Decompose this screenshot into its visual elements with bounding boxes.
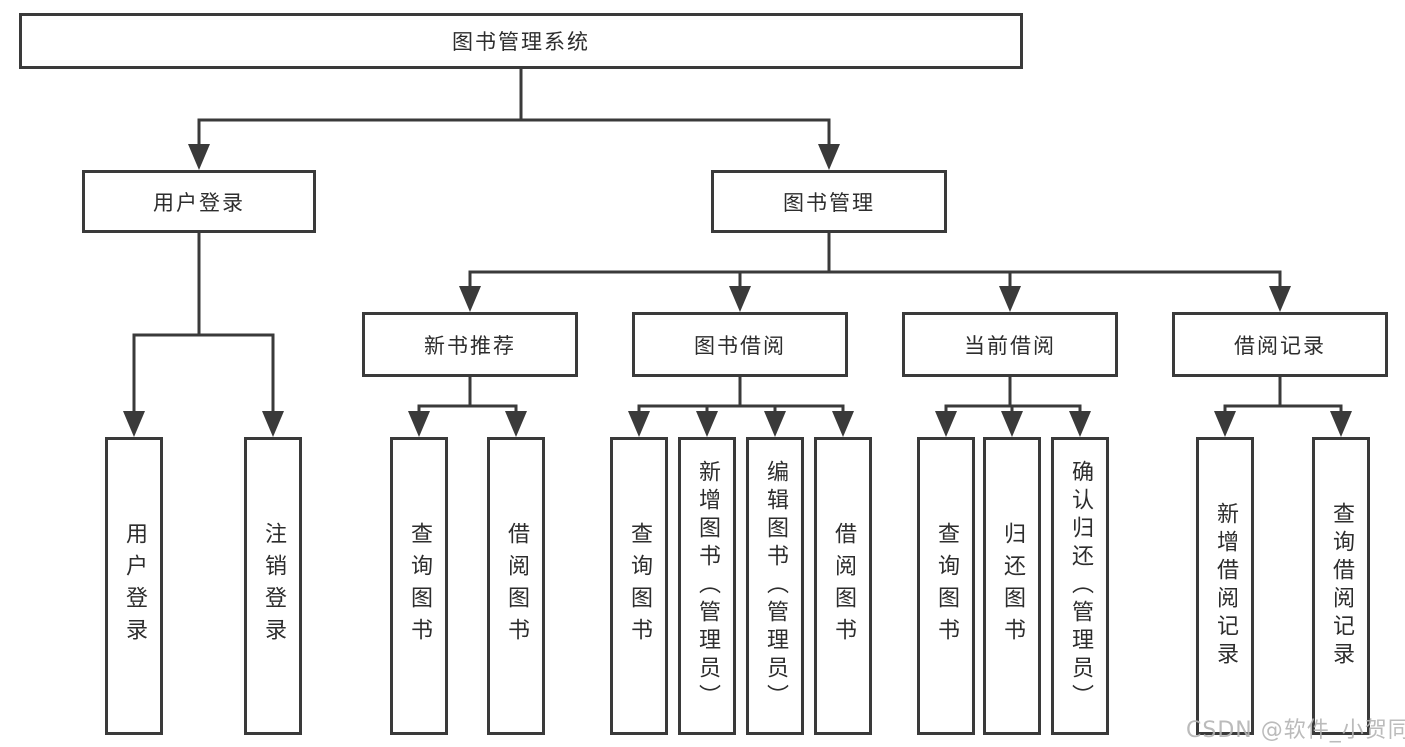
leaf-records-query-record: 查询借阅记录 — [1312, 437, 1370, 735]
leaf-borrowing-borrow-books: 借阅图书 — [814, 437, 872, 735]
leaf-recommend-query-books: 查询图书 — [390, 437, 448, 735]
leaf-recommend-borrow-books: 借阅图书 — [487, 437, 545, 735]
leaf-current-query-books: 查询图书 — [917, 437, 975, 735]
csdn-watermark: CSDN @软件_小贺同学 — [1186, 718, 1405, 743]
node-new-book-recommend: 新书推荐 — [362, 312, 578, 377]
leaf-borrowing-query-books: 查询图书 — [610, 437, 668, 735]
node-book-management: 图书管理 — [711, 170, 947, 233]
leaf-current-return-books: 归还图书 — [983, 437, 1041, 735]
node-current-borrowing: 当前借阅 — [902, 312, 1118, 377]
leaf-logout: 注销登录 — [244, 437, 302, 735]
leaf-records-add-record: 新增借阅记录 — [1196, 437, 1254, 735]
node-system-root: 图书管理系统 — [19, 13, 1023, 69]
leaf-current-confirm-return-admin: 确认归还（管理员） — [1051, 437, 1109, 735]
node-user-login: 用户登录 — [82, 170, 316, 233]
leaf-borrowing-add-books-admin: 新增图书（管理员） — [678, 437, 736, 735]
node-book-borrowing: 图书借阅 — [632, 312, 848, 377]
node-borrowing-records: 借阅记录 — [1172, 312, 1388, 377]
leaf-user-login: 用户登录 — [105, 437, 163, 735]
leaf-borrowing-edit-books-admin: 编辑图书（管理员） — [746, 437, 804, 735]
